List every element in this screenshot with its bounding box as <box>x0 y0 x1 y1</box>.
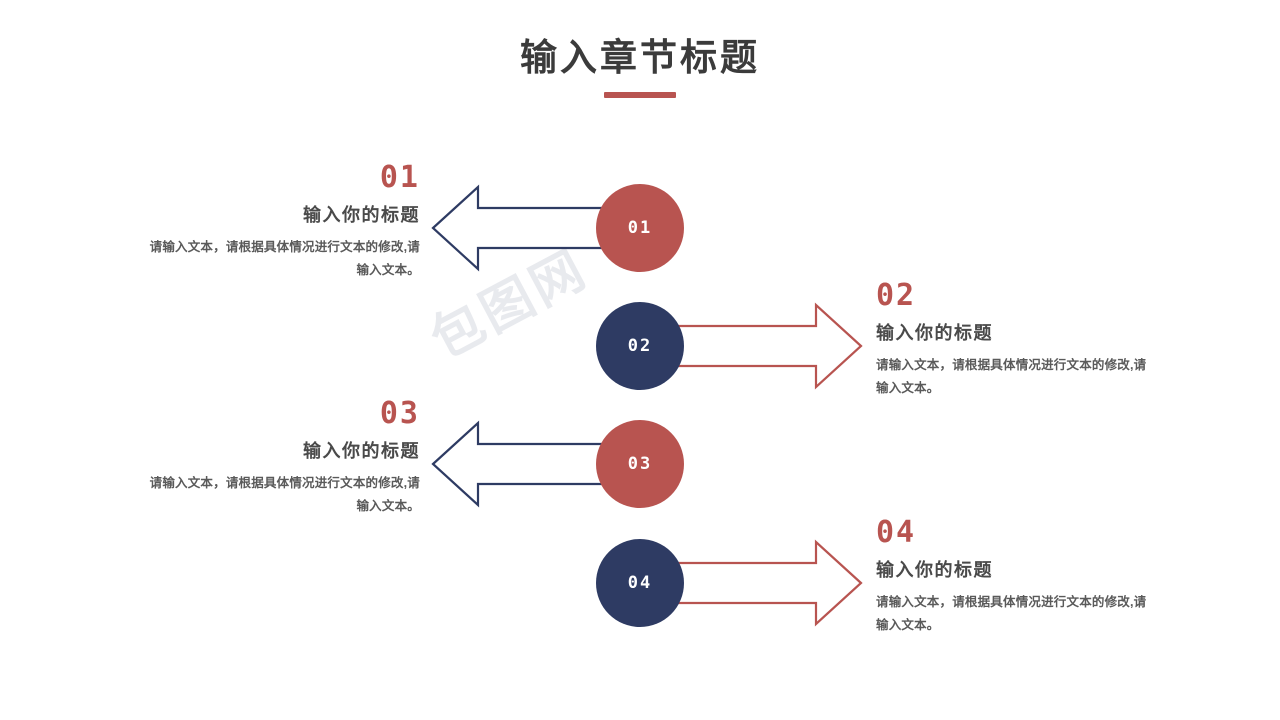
text-block-03: 03 输入你的标题 请输入文本，请根据具体情况进行文本的修改,请输入文本。 <box>148 398 420 518</box>
node-number-03: 03 <box>627 454 653 474</box>
item-number-03: 03 <box>379 396 420 431</box>
text-block-02: 02 输入你的标题 请输入文本，请根据具体情况进行文本的修改,请输入文本。 <box>876 280 1148 400</box>
node-circle-01[interactable]: 01 <box>596 184 684 272</box>
arrow-left-01 <box>431 184 618 272</box>
node-circle-02[interactable]: 02 <box>596 302 684 390</box>
item-body-02: 请输入文本，请根据具体情况进行文本的修改,请输入文本。 <box>876 358 1147 396</box>
arrow-right-02 <box>676 302 863 390</box>
item-heading-01: 输入你的标题 <box>303 204 420 225</box>
item-number-02: 02 <box>876 278 917 313</box>
node-number-02: 02 <box>627 336 653 356</box>
text-block-04: 04 输入你的标题 请输入文本，请根据具体情况进行文本的修改,请输入文本。 <box>876 517 1148 637</box>
item-heading-02: 输入你的标题 <box>876 322 993 343</box>
arrow-left-03 <box>431 420 618 508</box>
item-body-03: 请输入文本，请根据具体情况进行文本的修改,请输入文本。 <box>149 476 420 514</box>
text-block-01: 01 输入你的标题 请输入文本，请根据具体情况进行文本的修改,请输入文本。 <box>148 162 420 282</box>
page-title: 输入章节标题 <box>520 37 760 78</box>
node-circle-03[interactable]: 03 <box>596 420 684 508</box>
diagram-row-3: 03 输入你的标题 请输入文本，请根据具体情况进行文本的修改,请输入文本。 03 <box>0 398 1280 524</box>
item-number-04: 04 <box>876 515 917 550</box>
node-number-04: 04 <box>627 573 653 593</box>
diagram-row-1: 01 输入你的标题 请输入文本，请根据具体情况进行文本的修改,请输入文本。 01 <box>0 162 1280 288</box>
title-underline-rule <box>604 92 676 99</box>
node-circle-04[interactable]: 04 <box>596 539 684 627</box>
item-heading-04: 输入你的标题 <box>876 559 993 580</box>
item-body-04: 请输入文本，请根据具体情况进行文本的修改,请输入文本。 <box>876 595 1147 633</box>
item-heading-03: 输入你的标题 <box>303 440 420 461</box>
item-body-01: 请输入文本，请根据具体情况进行文本的修改,请输入文本。 <box>149 240 420 278</box>
diagram-row-4: 04 04 输入你的标题 请输入文本，请根据具体情况进行文本的修改,请输入文本。 <box>0 517 1280 643</box>
diagram-row-2: 02 02 输入你的标题 请输入文本，请根据具体情况进行文本的修改,请输入文本。 <box>0 280 1280 406</box>
item-number-01: 01 <box>379 160 420 195</box>
node-number-01: 01 <box>627 218 653 238</box>
title-block: 输入章节标题 <box>0 36 1280 99</box>
arrow-right-04 <box>676 539 863 627</box>
